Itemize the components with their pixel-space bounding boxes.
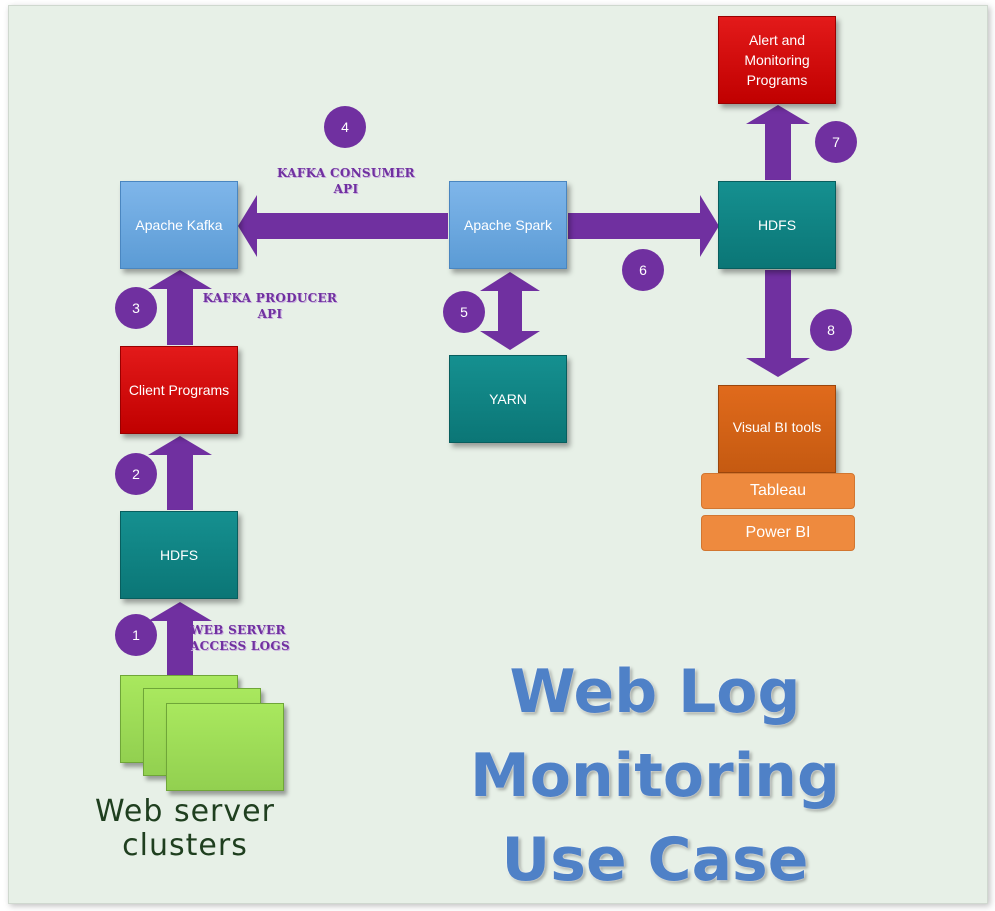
hdfs-left-node: HDFS xyxy=(120,511,238,599)
arrow-logs-to-hdfs xyxy=(148,602,212,677)
hdfs-right-label: HDFS xyxy=(757,217,797,233)
clusters-line1: Web server xyxy=(95,794,275,829)
arrow-client-to-kafka xyxy=(148,270,212,345)
arrow-hdfs-to-client xyxy=(148,436,212,510)
tableau-label: Tableau xyxy=(749,482,807,499)
step-2-badge: 2 xyxy=(115,453,157,495)
diagram-title: Web Log Monitoring Use Case xyxy=(330,650,980,902)
producer-line2: API xyxy=(257,307,283,321)
step-6-badge: 6 xyxy=(622,249,664,291)
arrow-spark-to-hdfs xyxy=(568,195,719,257)
web-server-clusters-caption: Web server clusters xyxy=(40,795,330,863)
yarn-node: YARN xyxy=(449,355,567,443)
powerbi-item: Power BI xyxy=(701,515,855,551)
logs-line1: WEB SERVER xyxy=(190,623,286,637)
step-1-badge: 1 xyxy=(115,614,157,656)
alert-label-line2: Monitoring xyxy=(744,52,810,68)
yarn-label: YARN xyxy=(489,391,527,407)
logs-line2: ACCESS LOGS xyxy=(190,639,290,653)
tableau-item: Tableau xyxy=(701,473,855,509)
hdfs-left-label: HDFS xyxy=(159,547,199,563)
hdfs-right-node: HDFS xyxy=(718,181,836,269)
clusters-line2: clusters xyxy=(122,828,248,863)
step-8-badge: 8 xyxy=(810,309,852,351)
title-line1: Web Log Monitoring xyxy=(470,657,840,811)
kafka-producer-api-label: KAFKA PRODUCER API xyxy=(192,290,348,322)
alert-label-line1: Alert and xyxy=(748,32,806,48)
client-programs-label: Client Programs xyxy=(128,382,230,398)
arrow-hdfs-to-bi xyxy=(746,270,810,377)
arrow-spark-yarn xyxy=(480,272,540,350)
kafka-consumer-api-label: KAFKA CONSUMER API xyxy=(262,165,430,197)
step-4-badge: 4 xyxy=(324,106,366,148)
step-5-badge: 5 xyxy=(443,291,485,333)
web-server-access-logs-label: WEB SERVER ACCESS LOGS xyxy=(190,622,308,654)
client-programs-node: Client Programs xyxy=(120,346,238,434)
apache-spark-node: Apache Spark xyxy=(449,181,567,269)
step-3-badge: 3 xyxy=(115,287,157,329)
visual-bi-tools-node: Visual BI tools xyxy=(718,385,836,473)
alert-monitoring-node: Alert and Monitoring Programs xyxy=(718,16,836,104)
title-line2: Use Case xyxy=(501,825,809,895)
apache-kafka-node: Apache Kafka xyxy=(120,181,238,269)
visual-bi-tools-label: Visual BI tools xyxy=(732,419,822,435)
powerbi-label: Power BI xyxy=(745,524,811,541)
apache-kafka-label: Apache Kafka xyxy=(135,217,223,233)
arrow-hdfs-to-alert xyxy=(746,105,810,180)
step-7-badge: 7 xyxy=(815,121,857,163)
web-server-box-3 xyxy=(166,703,284,791)
apache-spark-label: Apache Spark xyxy=(464,217,552,233)
consumer-line2: API xyxy=(333,182,359,196)
consumer-line1: KAFKA CONSUMER xyxy=(277,166,415,180)
alert-label-line3: Programs xyxy=(746,72,808,88)
producer-line1: KAFKA PRODUCER xyxy=(202,291,338,305)
arrow-spark-to-kafka xyxy=(238,195,448,257)
